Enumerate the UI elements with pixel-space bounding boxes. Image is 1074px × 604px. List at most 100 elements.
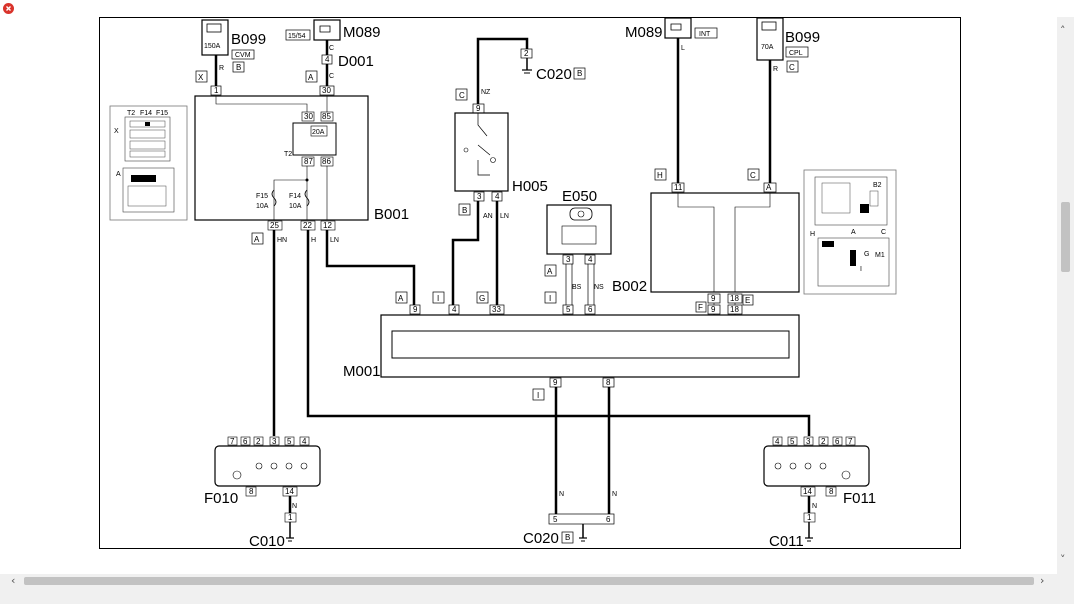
diagram-label: 25 — [270, 221, 279, 230]
d001-connector: A — [308, 73, 314, 82]
horizontal-scroll-thumb[interactable] — [24, 577, 1034, 585]
h005: C 9 H005 3 4 B AN LN — [454, 88, 548, 220]
d001-pin-out: 30 — [322, 86, 331, 95]
diagram-label: B — [462, 206, 467, 215]
diagram-viewport[interactable]: 150A B099 CVM B R X 1 15/54 M089 C 4 D00… — [0, 17, 1057, 574]
diagram-label: G — [479, 294, 485, 303]
scroll-up-icon[interactable]: ˄ — [1060, 24, 1066, 37]
diagram-label: F15 — [256, 193, 268, 200]
diagram-label: 18 — [730, 294, 739, 303]
diagram-label: L — [681, 45, 685, 52]
diagram-label: 14 — [803, 487, 812, 496]
diagram-label: BS — [572, 284, 582, 291]
diagram-label: AN — [483, 213, 493, 220]
d001-code: D001 — [338, 53, 374, 70]
diagram-label: F15 — [156, 110, 168, 117]
diagram-label: E — [745, 296, 750, 305]
diagram-label: 86 — [322, 157, 331, 166]
diagram-label: F14 — [289, 193, 301, 200]
diagram-label: 10A — [289, 203, 302, 210]
d001-wire: C — [329, 73, 334, 80]
diagram-label: M001 — [343, 363, 381, 380]
diagram-label: CPL — [789, 50, 803, 57]
horizontal-scrollbar[interactable]: ‹ › — [0, 574, 1057, 588]
diagram-label: 6 — [606, 515, 611, 524]
diagram-label: H — [311, 237, 316, 244]
diagram-label: HN — [277, 237, 287, 244]
diagram-label: 70A — [761, 44, 774, 51]
diagram-label: 9 — [553, 378, 558, 387]
diagram-label: 18 — [730, 305, 739, 314]
diagram-label: 10A — [256, 203, 269, 210]
b099-top-rating: 150A — [204, 43, 221, 50]
inset-left: T2 F14 F15 X A — [109, 105, 188, 221]
diagram-label: H005 — [512, 178, 548, 195]
diagram-label: 3 — [477, 192, 482, 201]
diagram-label: LN — [330, 237, 339, 244]
diagram-label: A — [398, 294, 404, 303]
b099-top-code: B099 — [231, 31, 266, 48]
vertical-scrollbar[interactable]: ˄ ˅ — [1057, 17, 1074, 574]
c020-bottom: N N 5 6 C020 B — [523, 491, 617, 547]
b099-top-pin: 1 — [214, 86, 219, 95]
diagram-label: 4 — [495, 192, 500, 201]
scroll-down-icon[interactable]: ˅ — [1060, 553, 1066, 566]
diagram-label: 9 — [476, 104, 481, 113]
diagram-label: E050 — [562, 188, 597, 205]
diagram-label: 87 — [304, 157, 313, 166]
diagram-label: T2 — [284, 151, 292, 158]
diagram-label: C020 — [536, 66, 572, 83]
diagram-label: 12 — [323, 221, 332, 230]
diagram-label: A — [254, 235, 260, 244]
diagram-label: G — [864, 251, 869, 258]
scroll-right-icon[interactable]: › — [1040, 574, 1045, 587]
diagram-label: F14 — [140, 110, 152, 117]
diagram-label: I — [549, 294, 551, 303]
diagram-label: C — [750, 171, 756, 180]
diagram-label: M1 — [875, 252, 885, 259]
scroll-left-icon[interactable]: ‹ — [11, 574, 16, 587]
diagram-label: 5 — [287, 437, 292, 446]
diagram-label: A — [766, 183, 772, 192]
diagram-label: 5 — [553, 515, 558, 524]
diagram-label: 3 — [566, 255, 571, 264]
diagram-label: 85 — [322, 112, 331, 121]
diagram-label: 5 — [566, 305, 571, 314]
diagram-label: C — [459, 91, 465, 100]
diagram-label: N — [292, 503, 297, 510]
d001: 4 D001 C A 30 — [305, 53, 374, 96]
diagram-label: 3 — [272, 437, 277, 446]
f011: 4 5 3 2 6 7 14 8 F011 N 1 — [763, 436, 876, 523]
c010-code: C010 — [249, 533, 285, 550]
b001-code: B001 — [374, 206, 409, 223]
diagram-label: A — [547, 267, 553, 276]
diagram-label: 1 — [807, 513, 812, 522]
diagram-label: 33 — [492, 305, 501, 314]
diagram-label: N — [559, 491, 564, 498]
close-icon[interactable] — [3, 3, 14, 14]
diagram-label: 4 — [452, 305, 457, 314]
diagram-label: R — [773, 66, 778, 73]
f010: 7 6 2 3 5 4 8 14 F010 N 1 — [204, 436, 321, 523]
diagram-label: H — [657, 171, 663, 180]
b099-top: 150A B099 CVM B R X 1 — [195, 19, 266, 96]
diagram-label: NS — [594, 284, 604, 291]
diagram-label: F010 — [204, 490, 238, 507]
diagram-label: C — [881, 229, 886, 236]
diagram-label: 1 — [288, 513, 293, 522]
diagram-label: 2 — [524, 49, 529, 58]
diagram-label: I — [537, 391, 539, 400]
m089-top-label: 15/54 — [288, 33, 306, 40]
status-strip — [0, 588, 1074, 604]
diagram-label: 4 — [588, 255, 593, 264]
diagram-label: INT — [699, 31, 711, 38]
c011-code: C011 — [769, 533, 804, 550]
diagram-label: 20A — [312, 129, 325, 136]
diagram-label: 4 — [302, 437, 307, 446]
wiring-diagram: 150A B099 CVM B R X 1 15/54 M089 C 4 D00… — [99, 17, 961, 550]
diagram-label: 14 — [285, 487, 294, 496]
vertical-scroll-thumb[interactable] — [1061, 202, 1070, 272]
m089-top-pin: C — [329, 45, 334, 52]
m001: M001 9 4 33 5 6 9 18 A I G I 9 8 I — [343, 291, 800, 401]
b002: B002 9 18 F E — [612, 192, 800, 313]
